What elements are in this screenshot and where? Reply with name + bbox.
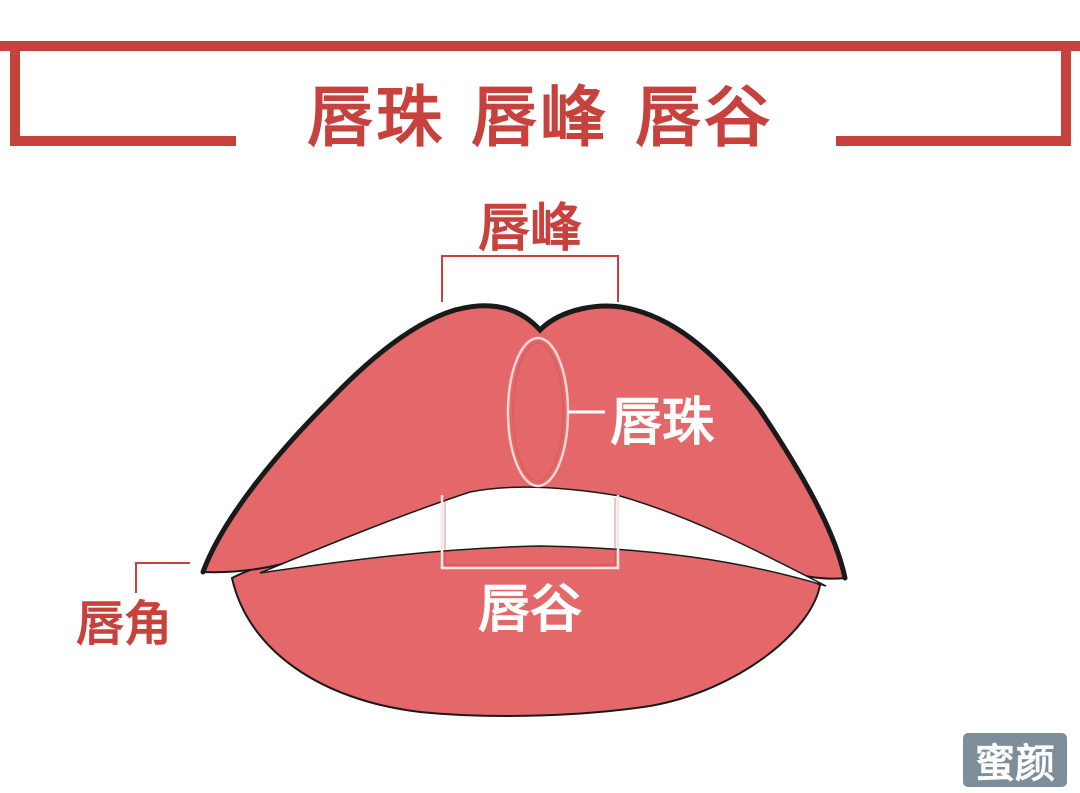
lip-peak-bracket bbox=[441, 255, 619, 302]
lip-peak-label: 唇峰 bbox=[478, 198, 582, 259]
header-frame-right bbox=[1061, 41, 1071, 146]
header-frame-bottom-right bbox=[836, 136, 1071, 146]
lip-corner-label: 唇角 bbox=[76, 596, 172, 652]
lip-bead-label: 唇珠 bbox=[610, 392, 715, 453]
lip-valley-bracket-dark bbox=[444, 498, 616, 566]
header-frame-left bbox=[10, 41, 20, 146]
watermark-logo: 蜜颜 bbox=[963, 733, 1067, 787]
page-title: 唇珠 唇峰 唇谷 bbox=[307, 78, 773, 156]
header-frame-bottom-left bbox=[10, 136, 236, 146]
lip-valley-bracket bbox=[440, 495, 620, 570]
upper-lip-outline bbox=[200, 303, 848, 581]
lip-bead-marker-inner bbox=[512, 342, 564, 482]
lip-valley-label: 唇谷 bbox=[478, 579, 582, 640]
lip-corner-bracket bbox=[135, 562, 190, 593]
header-frame-top bbox=[0, 41, 1080, 51]
mouth-gap bbox=[259, 486, 827, 587]
